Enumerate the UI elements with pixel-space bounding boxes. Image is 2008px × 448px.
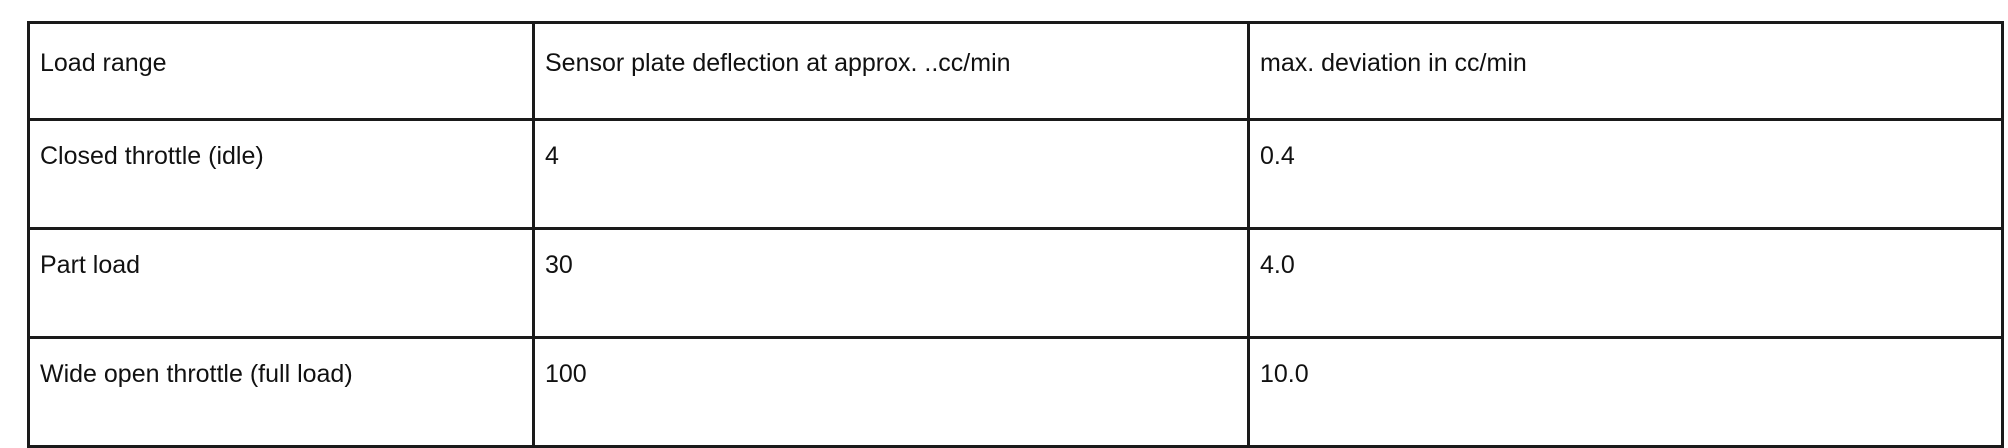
header-max-deviation: max. deviation in cc/min bbox=[1247, 21, 2004, 121]
table-row: Wide open throttle (full load) 100 10.0 bbox=[27, 336, 2004, 448]
header-sensor-plate-deflection: Sensor plate deflection at approx. ..cc/… bbox=[532, 21, 1250, 121]
table-row: Closed throttle (idle) 4 0.4 bbox=[27, 118, 2004, 230]
header-load-range: Load range bbox=[27, 21, 535, 121]
table-header-row: Load range Sensor plate deflection at ap… bbox=[27, 21, 2004, 121]
cell-load-range: Part load bbox=[27, 227, 535, 339]
load-range-table: Load range Sensor plate deflection at ap… bbox=[27, 21, 2004, 448]
cell-max-deviation: 4.0 bbox=[1247, 227, 2004, 339]
cell-sensor-plate-deflection: 100 bbox=[532, 336, 1250, 448]
cell-load-range: Closed throttle (idle) bbox=[27, 118, 535, 230]
cell-max-deviation: 10.0 bbox=[1247, 336, 2004, 448]
table-row: Part load 30 4.0 bbox=[27, 227, 2004, 339]
cell-sensor-plate-deflection: 4 bbox=[532, 118, 1250, 230]
cell-sensor-plate-deflection: 30 bbox=[532, 227, 1250, 339]
cell-max-deviation: 0.4 bbox=[1247, 118, 2004, 230]
cell-load-range: Wide open throttle (full load) bbox=[27, 336, 535, 448]
